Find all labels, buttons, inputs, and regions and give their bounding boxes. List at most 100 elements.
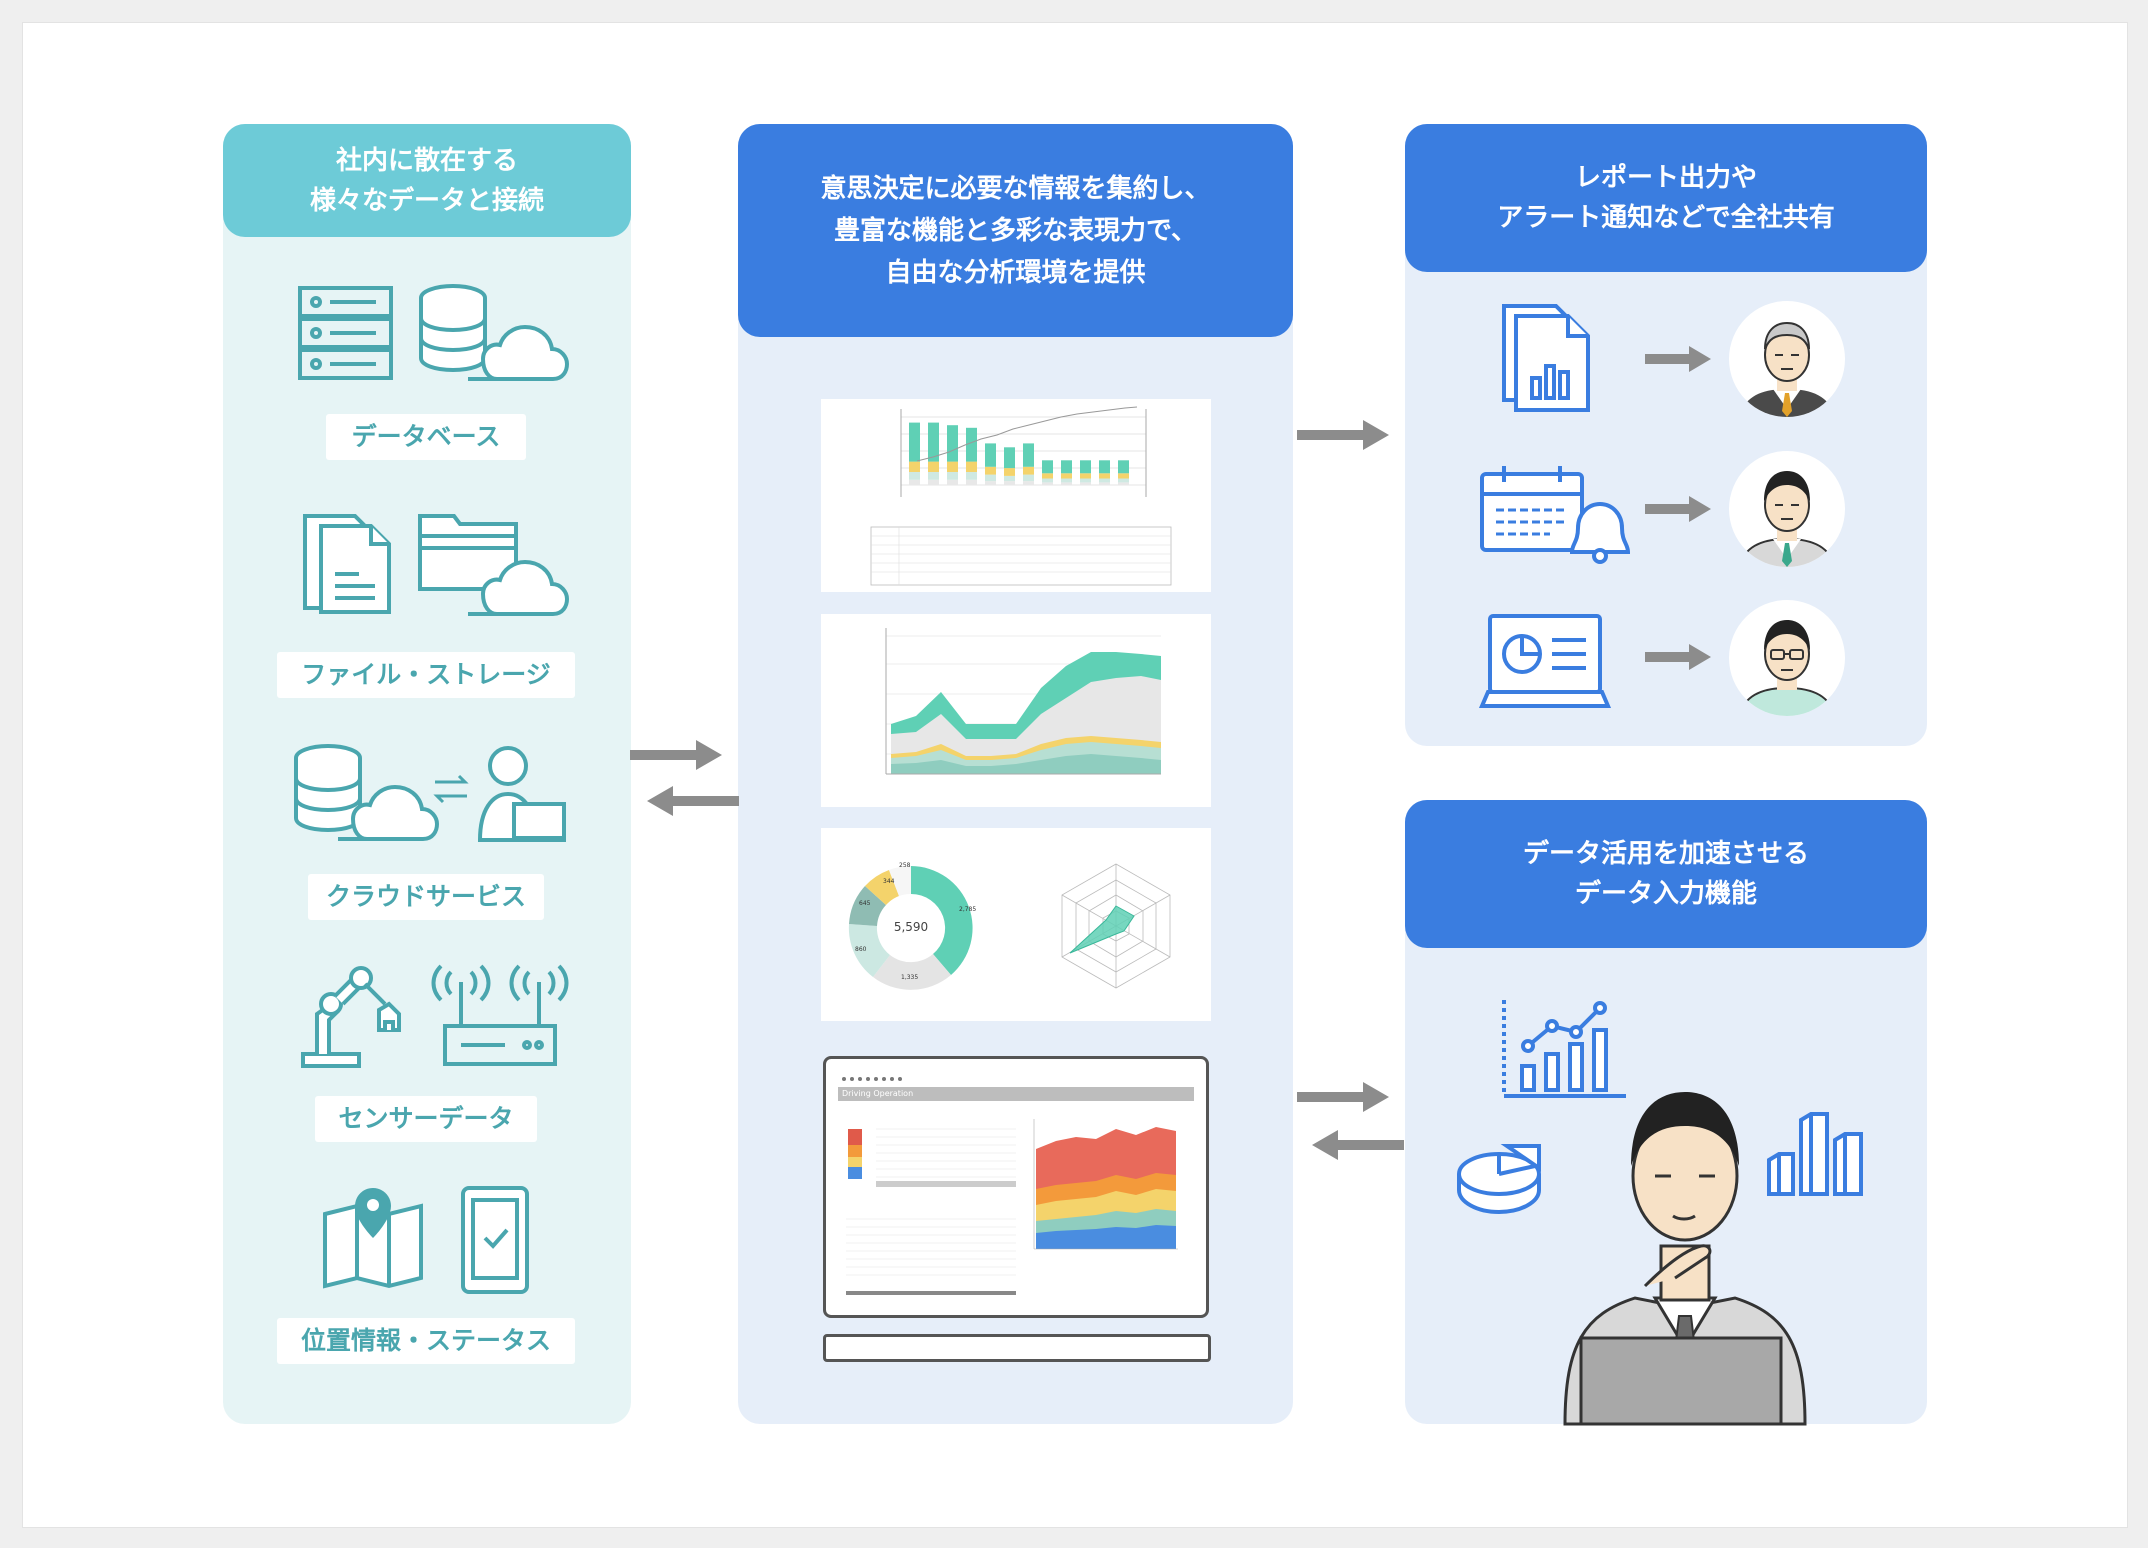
area-chart-thumbnail	[821, 614, 1211, 807]
bar-segment	[1099, 482, 1110, 485]
bar-segment	[1061, 460, 1072, 474]
donut-radar-thumbnail: 5,590 2,785 1,335 860 645 344 258	[821, 828, 1211, 1021]
bar-segment	[1118, 482, 1129, 485]
file-storage-label: ファイル・ストレージ	[277, 652, 575, 698]
header-line: 豊富な機能と多彩な表現力で、	[834, 215, 1197, 246]
location-status-label: 位置情報・ステータス	[277, 1318, 575, 1364]
dashboard-title: Driving Operation	[838, 1087, 1194, 1101]
senior-manager-avatar	[1729, 301, 1845, 417]
header-line: データ入力機能	[1574, 879, 1757, 909]
robot-arm-icon	[301, 966, 401, 1068]
bar-chart-thumbnail	[821, 399, 1211, 592]
header-line: 社内に散在する	[335, 145, 518, 176]
user-computer-icon	[477, 746, 566, 842]
arrow-right-icon	[630, 740, 722, 770]
bar-segment	[1099, 478, 1110, 483]
sharing-header: レポート出力や アラート通知などで全社共有	[1405, 124, 1927, 272]
calendar-bell-icon	[1480, 466, 1631, 564]
bar-segment	[947, 479, 958, 485]
sharing-panel: レポート出力や アラート通知などで全社共有	[1405, 124, 1927, 746]
manager-avatar	[1729, 451, 1845, 567]
bar-segment	[985, 481, 996, 485]
bar-segment	[1099, 473, 1110, 479]
bar-segment	[1118, 473, 1129, 479]
bar-segment	[985, 443, 996, 467]
bar-segment	[1023, 474, 1034, 482]
bar-segment	[909, 479, 920, 485]
bar-segment	[1042, 482, 1053, 485]
wifi-router-icon	[431, 964, 569, 1066]
bar-segment	[1004, 447, 1015, 469]
donut-chart	[848, 865, 973, 990]
laptop-dashboard-icon	[1478, 614, 1612, 708]
bar-segment	[1118, 478, 1129, 483]
bar-segment	[1061, 482, 1072, 485]
stacked-bar-chart	[870, 406, 1172, 586]
bar-segment	[1118, 460, 1129, 474]
bar-segment	[909, 461, 920, 472]
stacked-area-chart	[885, 628, 1161, 775]
bar-segment	[909, 472, 920, 480]
thinking-businessman-illustration	[1563, 1092, 1807, 1426]
data-input-header: データ活用を加速させる データ入力機能	[1405, 800, 1927, 948]
data-sources-panel: 社内に散在する 様々なデータと接続 データベース	[223, 124, 631, 1424]
bar-segment	[1080, 460, 1091, 474]
arrow-right-icon	[1297, 420, 1389, 450]
database-label: データベース	[326, 414, 526, 460]
folder-cloud-icon	[418, 514, 570, 616]
bar-segment	[1004, 481, 1015, 485]
bar-segment	[1042, 460, 1053, 474]
donut-value: 2,785	[959, 906, 977, 913]
report-document-icon	[1502, 304, 1590, 412]
bar-segment	[985, 466, 996, 475]
arrow-right-icon	[1645, 346, 1711, 372]
header-line: レポート出力や	[1574, 163, 1757, 193]
bar-segment	[1080, 473, 1091, 479]
map-pin-icon	[323, 1188, 423, 1289]
bar-segment	[966, 427, 977, 462]
bar-segment	[1023, 443, 1034, 467]
arrow-right-icon	[1297, 1082, 1389, 1112]
header-line: 様々なデータと接続	[309, 185, 544, 216]
laptop-dashboard: Driving Operation	[823, 1056, 1209, 1318]
bar-segment	[947, 461, 958, 472]
bar-segment	[1099, 460, 1110, 474]
database-cloud-icon	[294, 744, 440, 841]
arrow-right-icon	[1645, 644, 1711, 670]
data-input-panel: データ活用を加速させる データ入力機能	[1405, 800, 1927, 1426]
bar-segment	[985, 474, 996, 482]
bar-segment	[1023, 466, 1034, 475]
bar-segment	[928, 461, 939, 472]
bar-segment	[947, 472, 958, 480]
database-cloud-icon	[419, 284, 570, 381]
document-icon	[303, 514, 391, 614]
bar-segment	[928, 479, 939, 485]
laptop-base	[823, 1334, 1211, 1362]
donut-total: 5,590	[893, 920, 929, 934]
analysis-panel: 意思決定に必要な情報を集約し、 豊富な機能と多彩な表現力で、 自由な分析環境を提…	[738, 124, 1293, 1424]
trend-chart-icon	[1502, 1000, 1626, 1098]
bar-segment	[1061, 478, 1072, 483]
bar-segment	[928, 422, 939, 462]
bar-chart-3d-icon	[1767, 1112, 1863, 1196]
device-status-icon	[461, 1186, 529, 1294]
bar-segment	[966, 479, 977, 485]
sync-arrows-icon	[433, 774, 469, 804]
data-sources-header: 社内に散在する 様々なデータと接続	[223, 124, 631, 237]
header-line: 意思決定に必要な情報を集約し、	[820, 173, 1211, 204]
bar-segment	[1080, 482, 1091, 485]
bar-segment	[1004, 468, 1015, 476]
bar-segment	[1042, 478, 1053, 483]
bar-segment	[1061, 473, 1072, 479]
header-line: アラート通知などで全社共有	[1497, 203, 1835, 233]
bar-segment	[1042, 473, 1053, 479]
arrow-left-icon	[647, 786, 739, 816]
bar-segment	[1023, 481, 1034, 485]
bar-segment	[1080, 478, 1091, 483]
bar-segment	[1004, 475, 1015, 482]
header-line: データ活用を加速させる	[1522, 839, 1809, 869]
arrow-right-icon	[1645, 496, 1711, 522]
donut-value: 1,335	[901, 974, 919, 981]
bar-segment	[966, 472, 977, 480]
bar-segment	[909, 422, 920, 462]
